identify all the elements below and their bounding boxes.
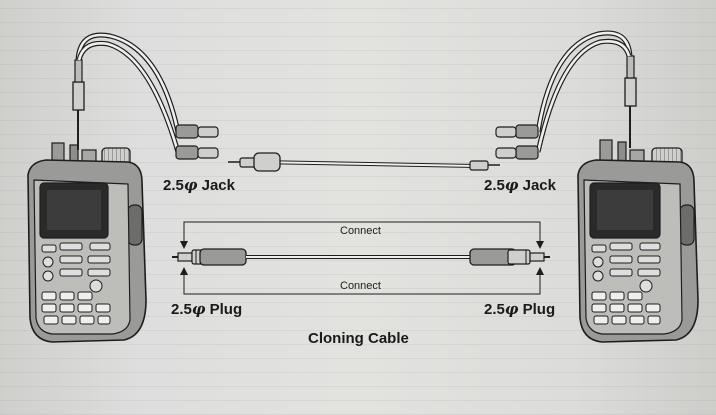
connect-top-label: Connect xyxy=(340,225,381,237)
left-radio xyxy=(27,142,147,343)
jack-left-label: 2.5φ Jack xyxy=(163,176,235,194)
right-y-adapter xyxy=(495,30,637,160)
connect-arrow-top xyxy=(180,221,544,249)
right-radio xyxy=(577,139,699,343)
left-y-adapter xyxy=(72,32,219,160)
cloning-cable xyxy=(172,248,550,266)
connect-arrow-bottom xyxy=(180,267,544,295)
diagram-caption: Cloning Cable xyxy=(308,330,409,347)
jack-right-label: 2.5φ Jack xyxy=(484,176,556,194)
jack-link-cable xyxy=(228,152,500,172)
plug-right-label: 2.5φ Plug xyxy=(484,300,556,318)
plug-left-label: 2.5φ Plug xyxy=(171,300,243,318)
connect-bottom-label: Connect xyxy=(340,280,381,292)
